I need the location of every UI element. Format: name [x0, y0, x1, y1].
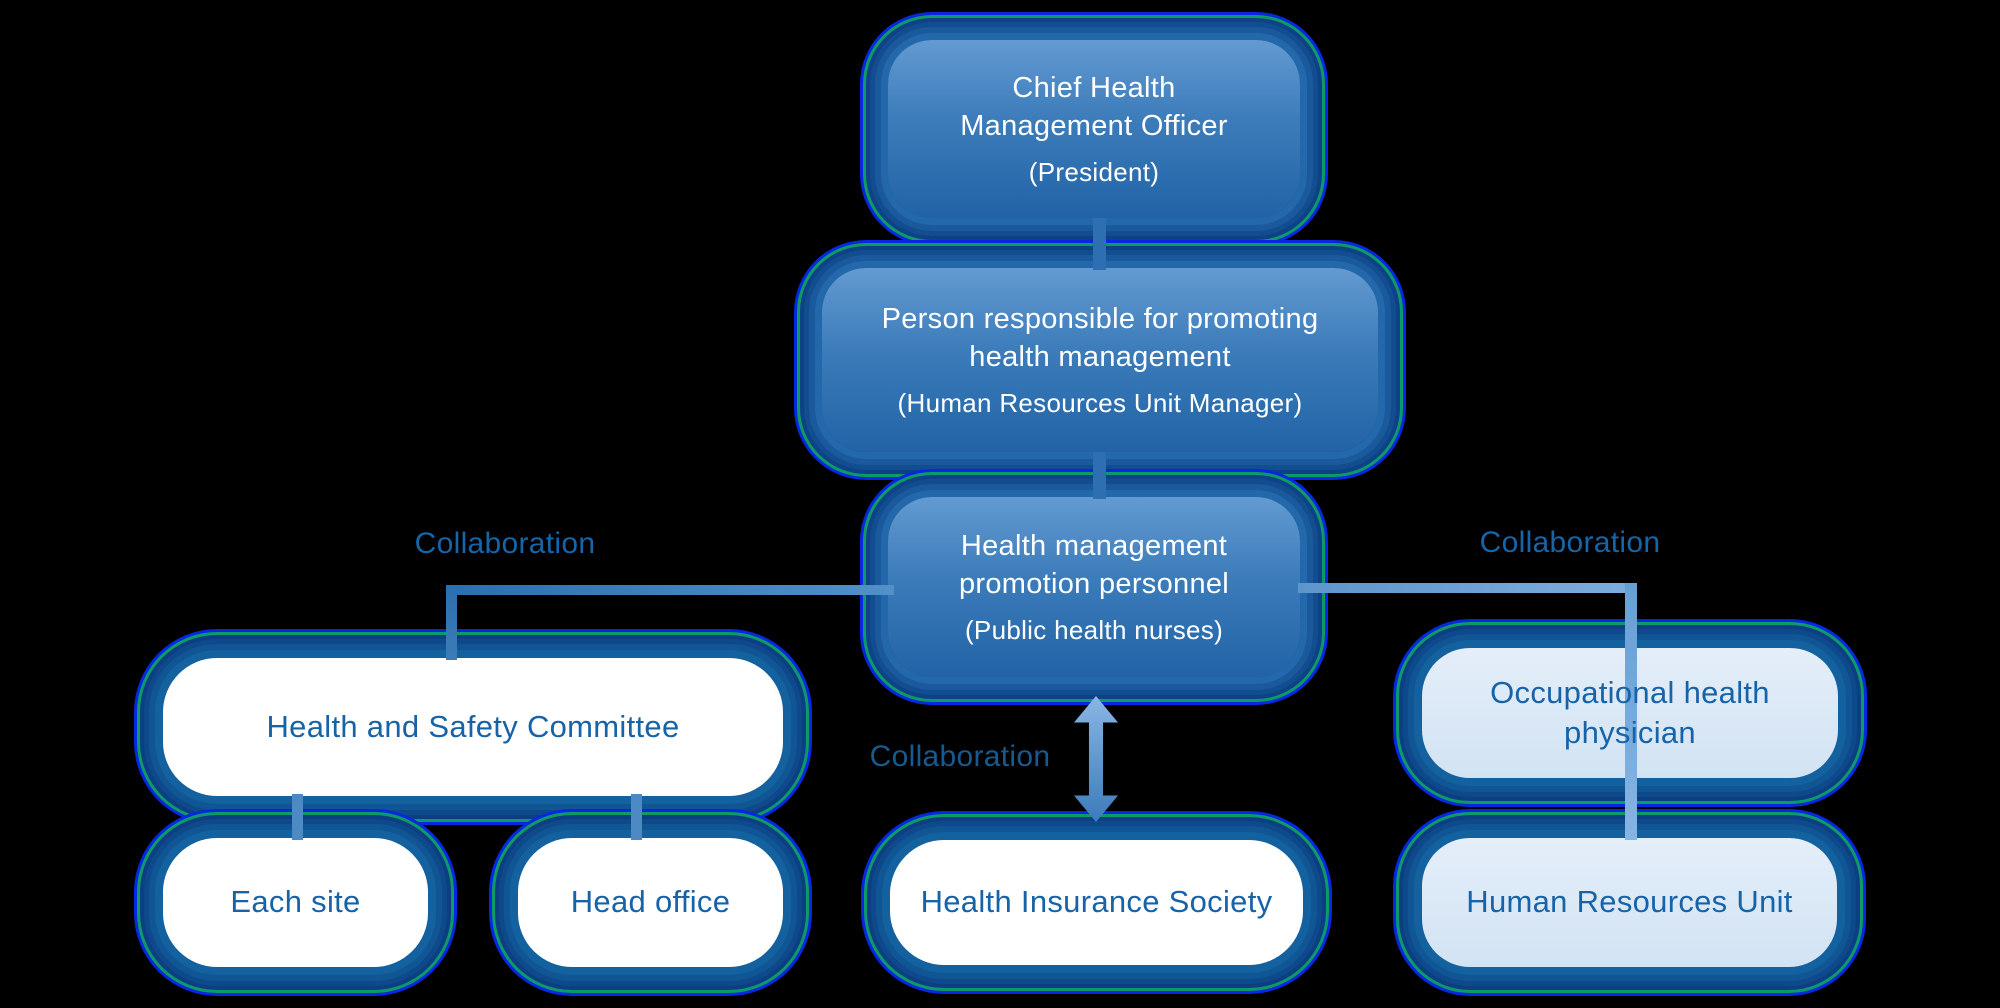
- occupational-physician-box: Occupational health physician: [1422, 648, 1838, 778]
- connector-left-elbow-vertical: [446, 585, 457, 660]
- each-site-box: Each site: [163, 838, 428, 967]
- promoter-line2: health management: [969, 340, 1231, 373]
- connector-left-elbow-horizontal: [446, 585, 894, 595]
- health-safety-committee-text: Health and Safety Committee: [163, 658, 783, 796]
- each-site-label: Each site: [230, 884, 361, 920]
- human-resources-unit-text: Human Resources Unit: [1422, 838, 1837, 967]
- health-safety-committee-box: Health and Safety Committee: [163, 658, 783, 796]
- head-office-box: Head office: [518, 838, 783, 967]
- connector-right-elbow-horizontal: [1298, 583, 1636, 593]
- promotion-personnel-text: Health management promotion personnel (P…: [888, 497, 1300, 677]
- chief-health-officer-title: Chief Health Management Officer: [960, 70, 1228, 144]
- double-arrow-personnel-insurance: [1074, 696, 1118, 822]
- head-office-text: Head office: [518, 838, 783, 967]
- connector-committee-to-head-office: [631, 794, 642, 840]
- personnel-subtitle: (Public health nurses): [964, 614, 1224, 645]
- promotion-personnel-box: Health management promotion personnel (P…: [888, 497, 1300, 677]
- health-insurance-society-box: Health Insurance Society: [890, 840, 1303, 965]
- promoter-line1: Person responsible for promoting: [881, 303, 1319, 336]
- occupational-physician-text: Occupational health physician: [1422, 648, 1838, 778]
- chief-health-officer-box: Chief Health Management Officer (Preside…: [888, 40, 1300, 218]
- connector-promoter-to-personnel: [1093, 452, 1106, 499]
- physician-line1: Occupational health: [1490, 674, 1770, 710]
- connector-right-elbow-vertical: [1625, 583, 1637, 840]
- collaboration-label-right: Collaboration: [1479, 526, 1661, 559]
- hr-unit-label: Human Resources Unit: [1466, 884, 1793, 920]
- human-resources-unit-box: Human Resources Unit: [1422, 838, 1837, 967]
- collaboration-label-center: Collaboration: [869, 740, 1051, 773]
- connector-chief-to-promoter: [1093, 218, 1106, 270]
- personnel-line1: Health management: [960, 530, 1228, 563]
- head-office-label: Head office: [570, 884, 731, 920]
- connector-committee-to-each-site: [292, 794, 303, 840]
- chief-health-officer-text: Chief Health Management Officer (Preside…: [888, 40, 1300, 218]
- chief-subtitle: (President): [1028, 156, 1160, 187]
- promotion-responsible-box: Person responsible for promoting health …: [822, 268, 1378, 452]
- chief-line2: Management Officer: [960, 109, 1228, 142]
- physician-line2: physician: [1564, 715, 1696, 750]
- promotion-responsible-text: Person responsible for promoting health …: [822, 268, 1378, 452]
- personnel-line2: promotion personnel: [958, 567, 1230, 600]
- committee-label: Health and Safety Committee: [266, 708, 680, 744]
- health-insurance-society-text: Health Insurance Society: [890, 840, 1303, 965]
- collaboration-label-left: Collaboration: [414, 527, 596, 560]
- promoter-subtitle: (Human Resources Unit Manager): [897, 387, 1303, 418]
- insurance-label: Health Insurance Society: [920, 884, 1273, 920]
- chief-line1: Chief Health: [1012, 72, 1176, 105]
- promotion-personnel-title: Health management promotion personnel: [959, 528, 1229, 602]
- each-site-text: Each site: [163, 838, 428, 967]
- promotion-responsible-title: Person responsible for promoting health …: [882, 301, 1319, 375]
